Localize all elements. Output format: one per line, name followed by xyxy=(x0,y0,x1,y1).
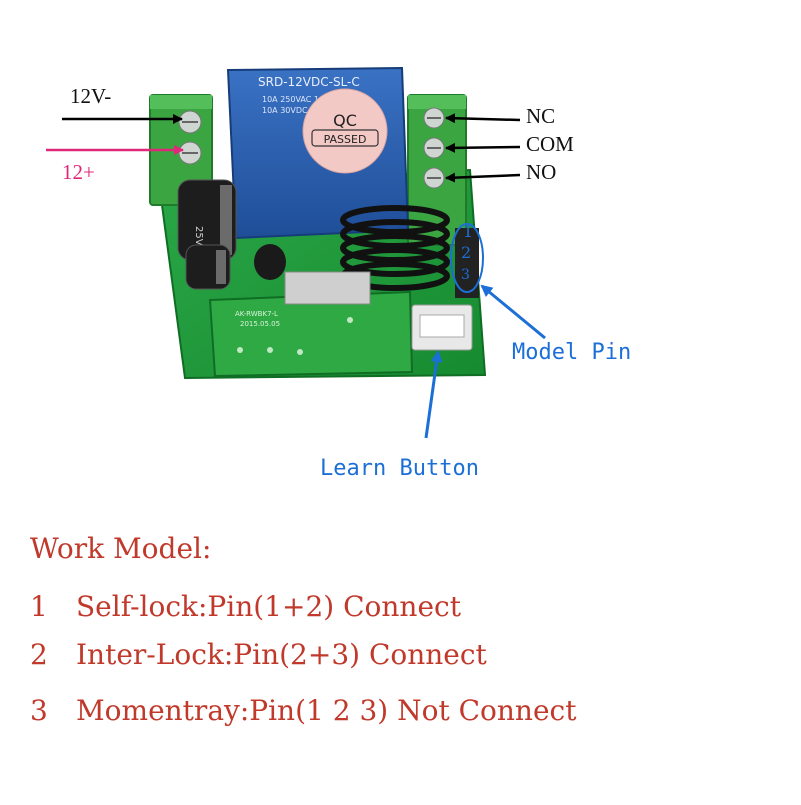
mode-text: Self-lock:Pin(1+2) Connect xyxy=(76,590,461,623)
svg-text:PASSED: PASSED xyxy=(324,133,367,146)
module-shield xyxy=(284,271,371,305)
work-model-heading: Work Model: xyxy=(30,532,212,565)
transistor xyxy=(254,244,286,280)
svg-text:1: 1 xyxy=(463,222,473,241)
svg-text:10A 250VAC 10A 125VAC: 10A 250VAC 10A 125VAC xyxy=(262,95,364,104)
mode-text: Momentray:Pin(1 2 3) Not Connect xyxy=(76,694,577,727)
learn-button-arrow xyxy=(424,350,443,439)
learn-button xyxy=(411,304,473,351)
no-label: NO xyxy=(526,160,557,184)
com-label: COM xyxy=(526,132,574,156)
mode-text: Inter-Lock:Pin(2+3) Connect xyxy=(76,638,487,671)
no-arrow xyxy=(445,172,521,183)
nc-label: NC xyxy=(526,104,556,128)
svg-text:2: 2 xyxy=(461,243,471,262)
svg-text:25V: 25V xyxy=(193,226,204,246)
mode-number: 3 xyxy=(30,694,48,727)
svg-text:QC: QC xyxy=(333,111,357,130)
model-pin-arrow xyxy=(480,284,546,340)
svg-text:SRD-12VDC-SL-C: SRD-12VDC-SL-C xyxy=(258,75,360,89)
learn-button-label: Learn Button xyxy=(320,456,479,481)
model-pin-header: 1 2 3 xyxy=(450,222,484,298)
capacitor-large: 25V xyxy=(177,179,237,261)
neg-label: 12V- xyxy=(70,84,112,108)
mode-item-3: 3 Momentray:Pin(1 2 3) Not Connect xyxy=(30,694,576,727)
svg-text:2015.05.05: 2015.05.05 xyxy=(240,320,280,328)
model-pin-label: Model Pin xyxy=(512,340,632,365)
nc-arrow xyxy=(445,113,521,124)
mode-number: 2 xyxy=(30,638,48,671)
receiver-module: AK-RWBK7-L 2015.05.05 xyxy=(208,271,414,378)
antenna-coil xyxy=(340,205,450,291)
svg-text:3: 3 xyxy=(461,267,470,283)
qc-sticker xyxy=(302,88,388,174)
svg-text:AK-RWBK7-L: AK-RWBK7-L xyxy=(235,310,278,318)
mode-item-1: 1 Self-lock:Pin(1+2) Connect xyxy=(30,590,461,623)
pos-label: 12+ xyxy=(62,160,95,184)
capacitor-small xyxy=(185,244,231,290)
com-arrow xyxy=(445,142,521,153)
relay-component: SRD-12VDC-SL-C 10A 250VAC 10A 125VAC 10A… xyxy=(226,66,410,240)
mode-number: 1 xyxy=(30,590,48,623)
mode-item-2: 2 Inter-Lock:Pin(2+3) Connect xyxy=(30,638,487,671)
